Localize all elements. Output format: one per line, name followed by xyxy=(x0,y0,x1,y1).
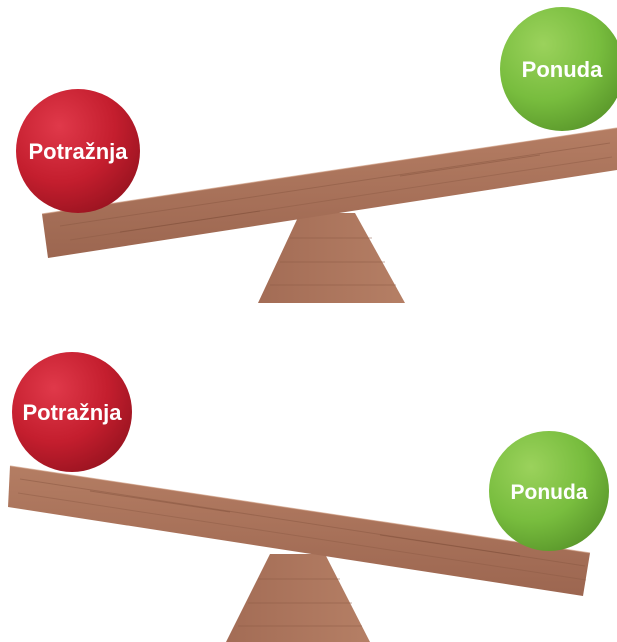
fulcrum-top xyxy=(258,213,405,303)
plank-bottom xyxy=(8,465,591,596)
supply-label-top: Ponuda xyxy=(522,57,603,82)
fulcrum-bottom xyxy=(226,554,370,642)
seesaw-top-drawing: Potražnja Ponuda xyxy=(16,7,617,303)
seesaw-scene-bottom: Potražnja Ponuda xyxy=(0,321,617,642)
demand-ball-bottom: Potražnja xyxy=(12,352,132,472)
plank-top xyxy=(41,127,617,258)
supply-ball-top: Ponuda xyxy=(500,7,617,131)
demand-ball-top: Potražnja xyxy=(16,89,140,213)
demand-label-bottom: Potražnja xyxy=(22,400,122,425)
seesaw-bottom-drawing: Potražnja Ponuda xyxy=(8,352,609,642)
supply-label-bottom: Ponuda xyxy=(511,481,588,504)
demand-label-top: Potražnja xyxy=(28,139,128,164)
supply-ball-bottom: Ponuda xyxy=(489,431,609,551)
seesaw-scene-top: Potražnja Ponuda xyxy=(16,7,617,303)
